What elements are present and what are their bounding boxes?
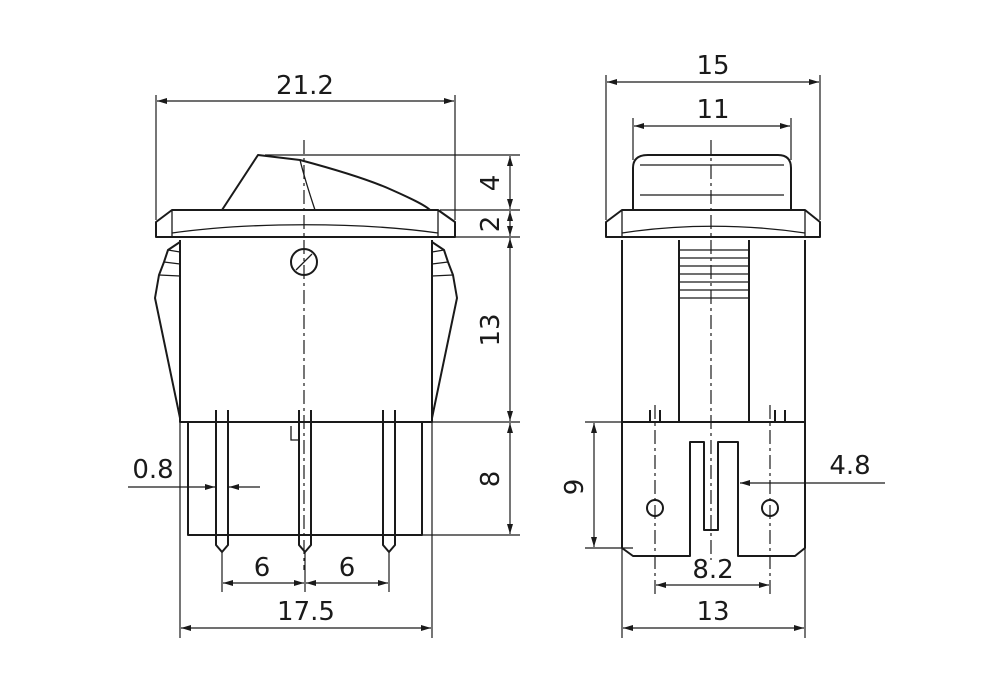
dim-terminal-height: 9 bbox=[560, 479, 590, 496]
front-body bbox=[179, 240, 433, 423]
front-view bbox=[154, 140, 458, 570]
dim-total-width: 21.2 bbox=[276, 71, 334, 101]
dim-body-height: 13 bbox=[476, 313, 506, 346]
dim-body-width: 17.5 bbox=[277, 597, 335, 627]
front-base bbox=[187, 422, 423, 536]
dim-terminal-width: 4.8 bbox=[829, 451, 870, 481]
dim-rocker-height: 4 bbox=[476, 175, 506, 192]
front-right-clip bbox=[431, 241, 458, 419]
dim-terminal-thickness: 0.8 bbox=[132, 455, 173, 485]
front-terminals bbox=[215, 410, 396, 553]
dim-pitch-left: 6 bbox=[254, 553, 271, 583]
front-rocker bbox=[221, 154, 431, 211]
front-left-clip bbox=[154, 241, 181, 419]
front-dimensions: 21.2 4 2 13 8 0.8 6 6 17.5 bbox=[128, 71, 520, 638]
side-rocker bbox=[632, 154, 792, 210]
side-view bbox=[605, 140, 821, 595]
dim-side-total-width: 15 bbox=[696, 51, 729, 81]
dim-rocker-width: 11 bbox=[696, 95, 729, 125]
dim-bezel-height: 2 bbox=[476, 216, 506, 233]
side-dimensions: 15 11 9 4.8 8.2 13 bbox=[560, 51, 885, 638]
dim-terminal-spacing: 8.2 bbox=[692, 555, 733, 585]
side-body bbox=[621, 240, 806, 557]
front-bezel bbox=[155, 209, 456, 238]
side-bezel bbox=[605, 209, 821, 238]
side-ribs bbox=[679, 249, 749, 299]
dim-pitch-right: 6 bbox=[339, 553, 356, 583]
dim-terminal-length: 8 bbox=[476, 471, 506, 488]
dim-side-body-width: 13 bbox=[696, 597, 729, 627]
